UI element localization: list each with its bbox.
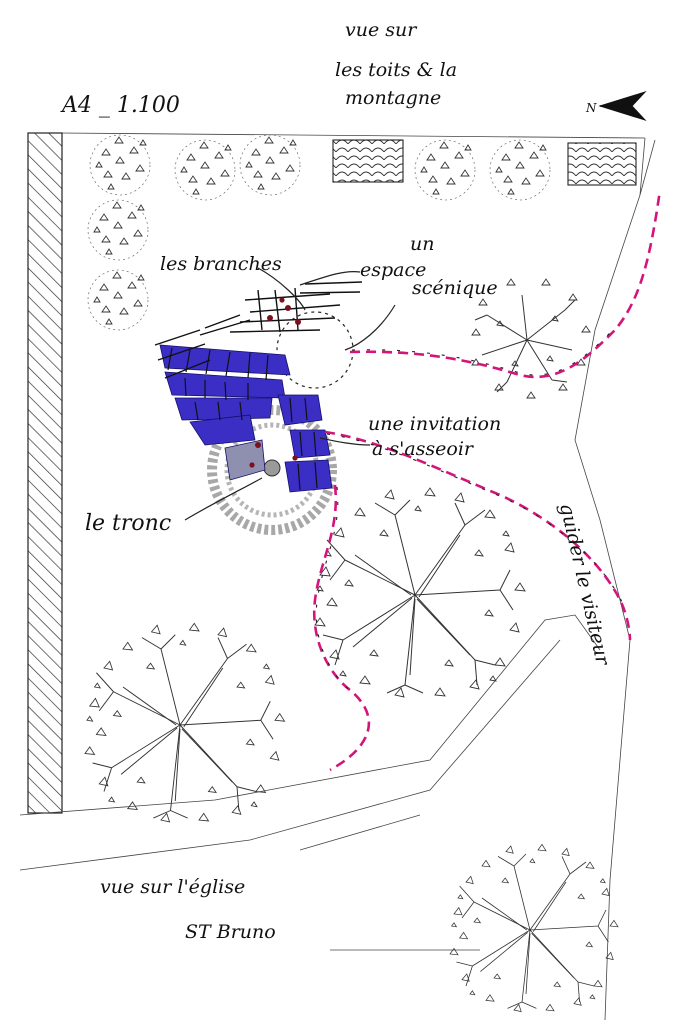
trunk-label: le tronc <box>85 511 171 536</box>
north-arrow <box>598 90 647 122</box>
tree-bottom-right <box>449 844 619 1013</box>
tree-large-center <box>314 487 526 698</box>
north-label: N <box>585 101 597 115</box>
trunk <box>263 459 281 477</box>
hatched-wall <box>27 132 63 814</box>
invitation-line2: à s'asseoir <box>372 438 475 460</box>
scenic-space-circle <box>276 311 354 389</box>
visitor-guide-path <box>312 189 662 772</box>
scenic-space-line3: scénique <box>412 277 498 299</box>
scenic-space-line2: espace <box>360 259 426 281</box>
invitation-line1: une invitation <box>368 413 501 435</box>
view-church-label: vue sur l'église <box>100 876 245 898</box>
roof-block-1 <box>332 139 404 183</box>
bench-branches <box>154 281 363 493</box>
site-boundary <box>59 132 656 1021</box>
roof-block-2 <box>567 142 637 186</box>
annotation-leaders <box>184 267 396 521</box>
saint-bruno-label: ST Bruno <box>185 921 276 943</box>
view-roofs-line2: les toits & la <box>335 59 457 81</box>
branches-label: les branches <box>160 253 282 275</box>
view-roofs-line1: vue sur <box>345 19 418 41</box>
guide-visitor-label: guider le visiteur <box>555 501 614 669</box>
left-hedge <box>87 134 551 331</box>
view-roofs-line3: montagne <box>345 87 441 109</box>
scenic-space-line1: un <box>410 233 434 255</box>
scale-label: A4 _ 1.100 <box>60 93 180 118</box>
tree-large-left <box>84 622 285 823</box>
